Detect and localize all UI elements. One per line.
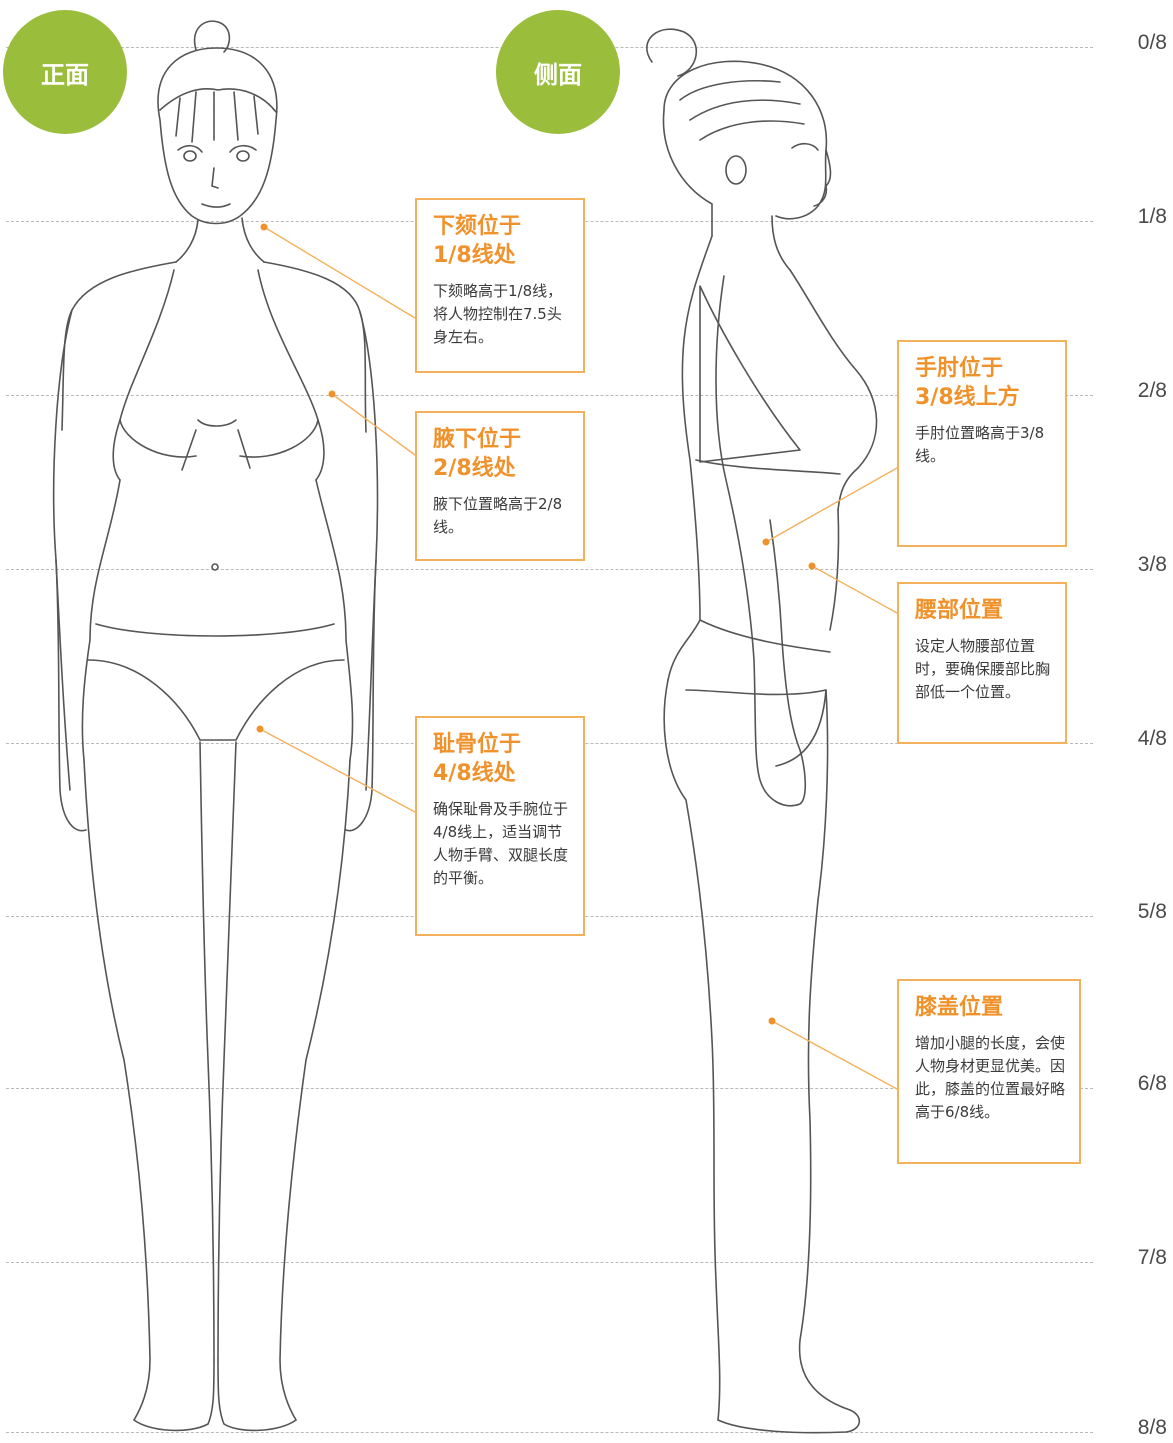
callout-waist: 腰部位置 设定人物腰部位置时，要确保腰部比胸部低一个位置。: [897, 582, 1067, 744]
callout-title: 4/8线处: [433, 761, 516, 786]
badge-side: 侧面: [496, 10, 620, 134]
guide-label: 0/8: [1137, 31, 1167, 54]
guide-label: 6/8: [1137, 1072, 1167, 1095]
guide-label: 3/8: [1137, 553, 1167, 576]
callout-pubic: 耻骨位于 4/8线处 确保耻骨及手腕位于4/8线上，适当调节人物手臂、双腿长度的…: [415, 716, 585, 936]
callout-title: 3/8线上方: [915, 385, 1020, 410]
callout-title: 1/8线处: [433, 243, 516, 268]
callout-chin: 下颏位于 1/8线处 下颏略高于1/8线，将人物控制在7.5头身左右。: [415, 198, 585, 373]
callout-title: 手肘位于: [915, 356, 1004, 381]
guide-label: 1/8: [1137, 205, 1167, 228]
side-figure: [646, 28, 878, 1434]
callout-knee: 膝盖位置 增加小腿的长度，会使人物身材更显优美。因此，膝盖的位置最好略高于6/8…: [897, 979, 1081, 1164]
callout-body: 确保耻骨及手腕位于4/8线上，适当调节人物手臂、双腿长度的平衡。: [433, 800, 569, 887]
callout-title: 腋下位于: [433, 427, 522, 452]
callout-elbow: 手肘位于 3/8线上方 手肘位置略高于3/8线。: [897, 340, 1067, 547]
callout-title: 下颏位于: [433, 214, 522, 239]
callout-title: 腰部位置: [915, 598, 1004, 623]
guide-label: 4/8: [1137, 727, 1167, 750]
front-figure: [52, 20, 379, 1432]
callout-body: 手肘位置略高于3/8线。: [915, 424, 1045, 465]
leader-lines: [259, 226, 898, 1090]
guide-label: 7/8: [1137, 1246, 1167, 1269]
leader-dots: [256, 223, 816, 1025]
callout-body: 下颏略高于1/8线，将人物控制在7.5头身左右。: [433, 282, 563, 346]
callout-title: 膝盖位置: [915, 995, 1004, 1020]
callout-body: 设定人物腰部位置时，要确保腰部比胸部低一个位置。: [915, 637, 1051, 701]
callout-body: 腋下位置略高于2/8线。: [433, 495, 563, 536]
guide-label: 2/8: [1137, 379, 1167, 402]
guide-label: 8/8: [1137, 1416, 1167, 1439]
callout-body: 增加小腿的长度，会使人物身材更显优美。因此，膝盖的位置最好略高于6/8线。: [915, 1034, 1066, 1121]
badge-front: 正面: [3, 10, 127, 134]
callout-title: 耻骨位于: [433, 732, 522, 757]
callout-title: 2/8线处: [433, 456, 516, 481]
guide-label: 5/8: [1137, 900, 1167, 923]
callout-armpit: 腋下位于 2/8线处 腋下位置略高于2/8线。: [415, 411, 585, 561]
